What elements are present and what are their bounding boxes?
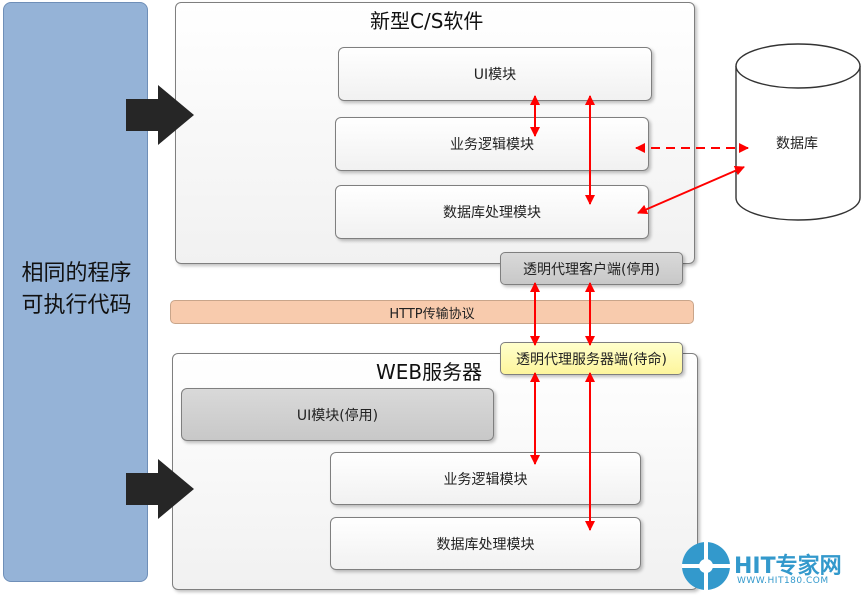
big-arrow-icon xyxy=(126,459,194,519)
cs-app-title: 新型C/S软件 xyxy=(370,9,484,33)
cs-ui-module: UI模块 xyxy=(338,47,652,101)
left-panel-line1: 相同的程序 xyxy=(21,261,132,286)
cs-db-module: 数据库处理模块 xyxy=(335,185,649,239)
http-protocol-bar: HTTP传输协议 xyxy=(170,300,694,324)
left-panel-line2: 可执行代码 xyxy=(21,293,132,318)
web-ui-module: UI模块(停用) xyxy=(181,388,494,441)
big-arrow-icon xyxy=(126,85,194,145)
database-label: 数据库 xyxy=(776,136,818,152)
left-panel: 相同的程序 可执行代码 xyxy=(3,2,148,582)
hit-logo-icon xyxy=(682,542,730,590)
arrow-db-database xyxy=(637,165,745,215)
database-cylinder-icon xyxy=(735,43,861,221)
web-server-title: WEB服务器 xyxy=(376,360,483,384)
proxy-client: 透明代理客户端(停用) xyxy=(500,252,683,285)
cs-business-module: 业务逻辑模块 xyxy=(335,117,649,171)
logo-text: HIT专家网 xyxy=(734,554,842,579)
logo-subtext: WWW.HIT180.COM xyxy=(737,576,829,586)
